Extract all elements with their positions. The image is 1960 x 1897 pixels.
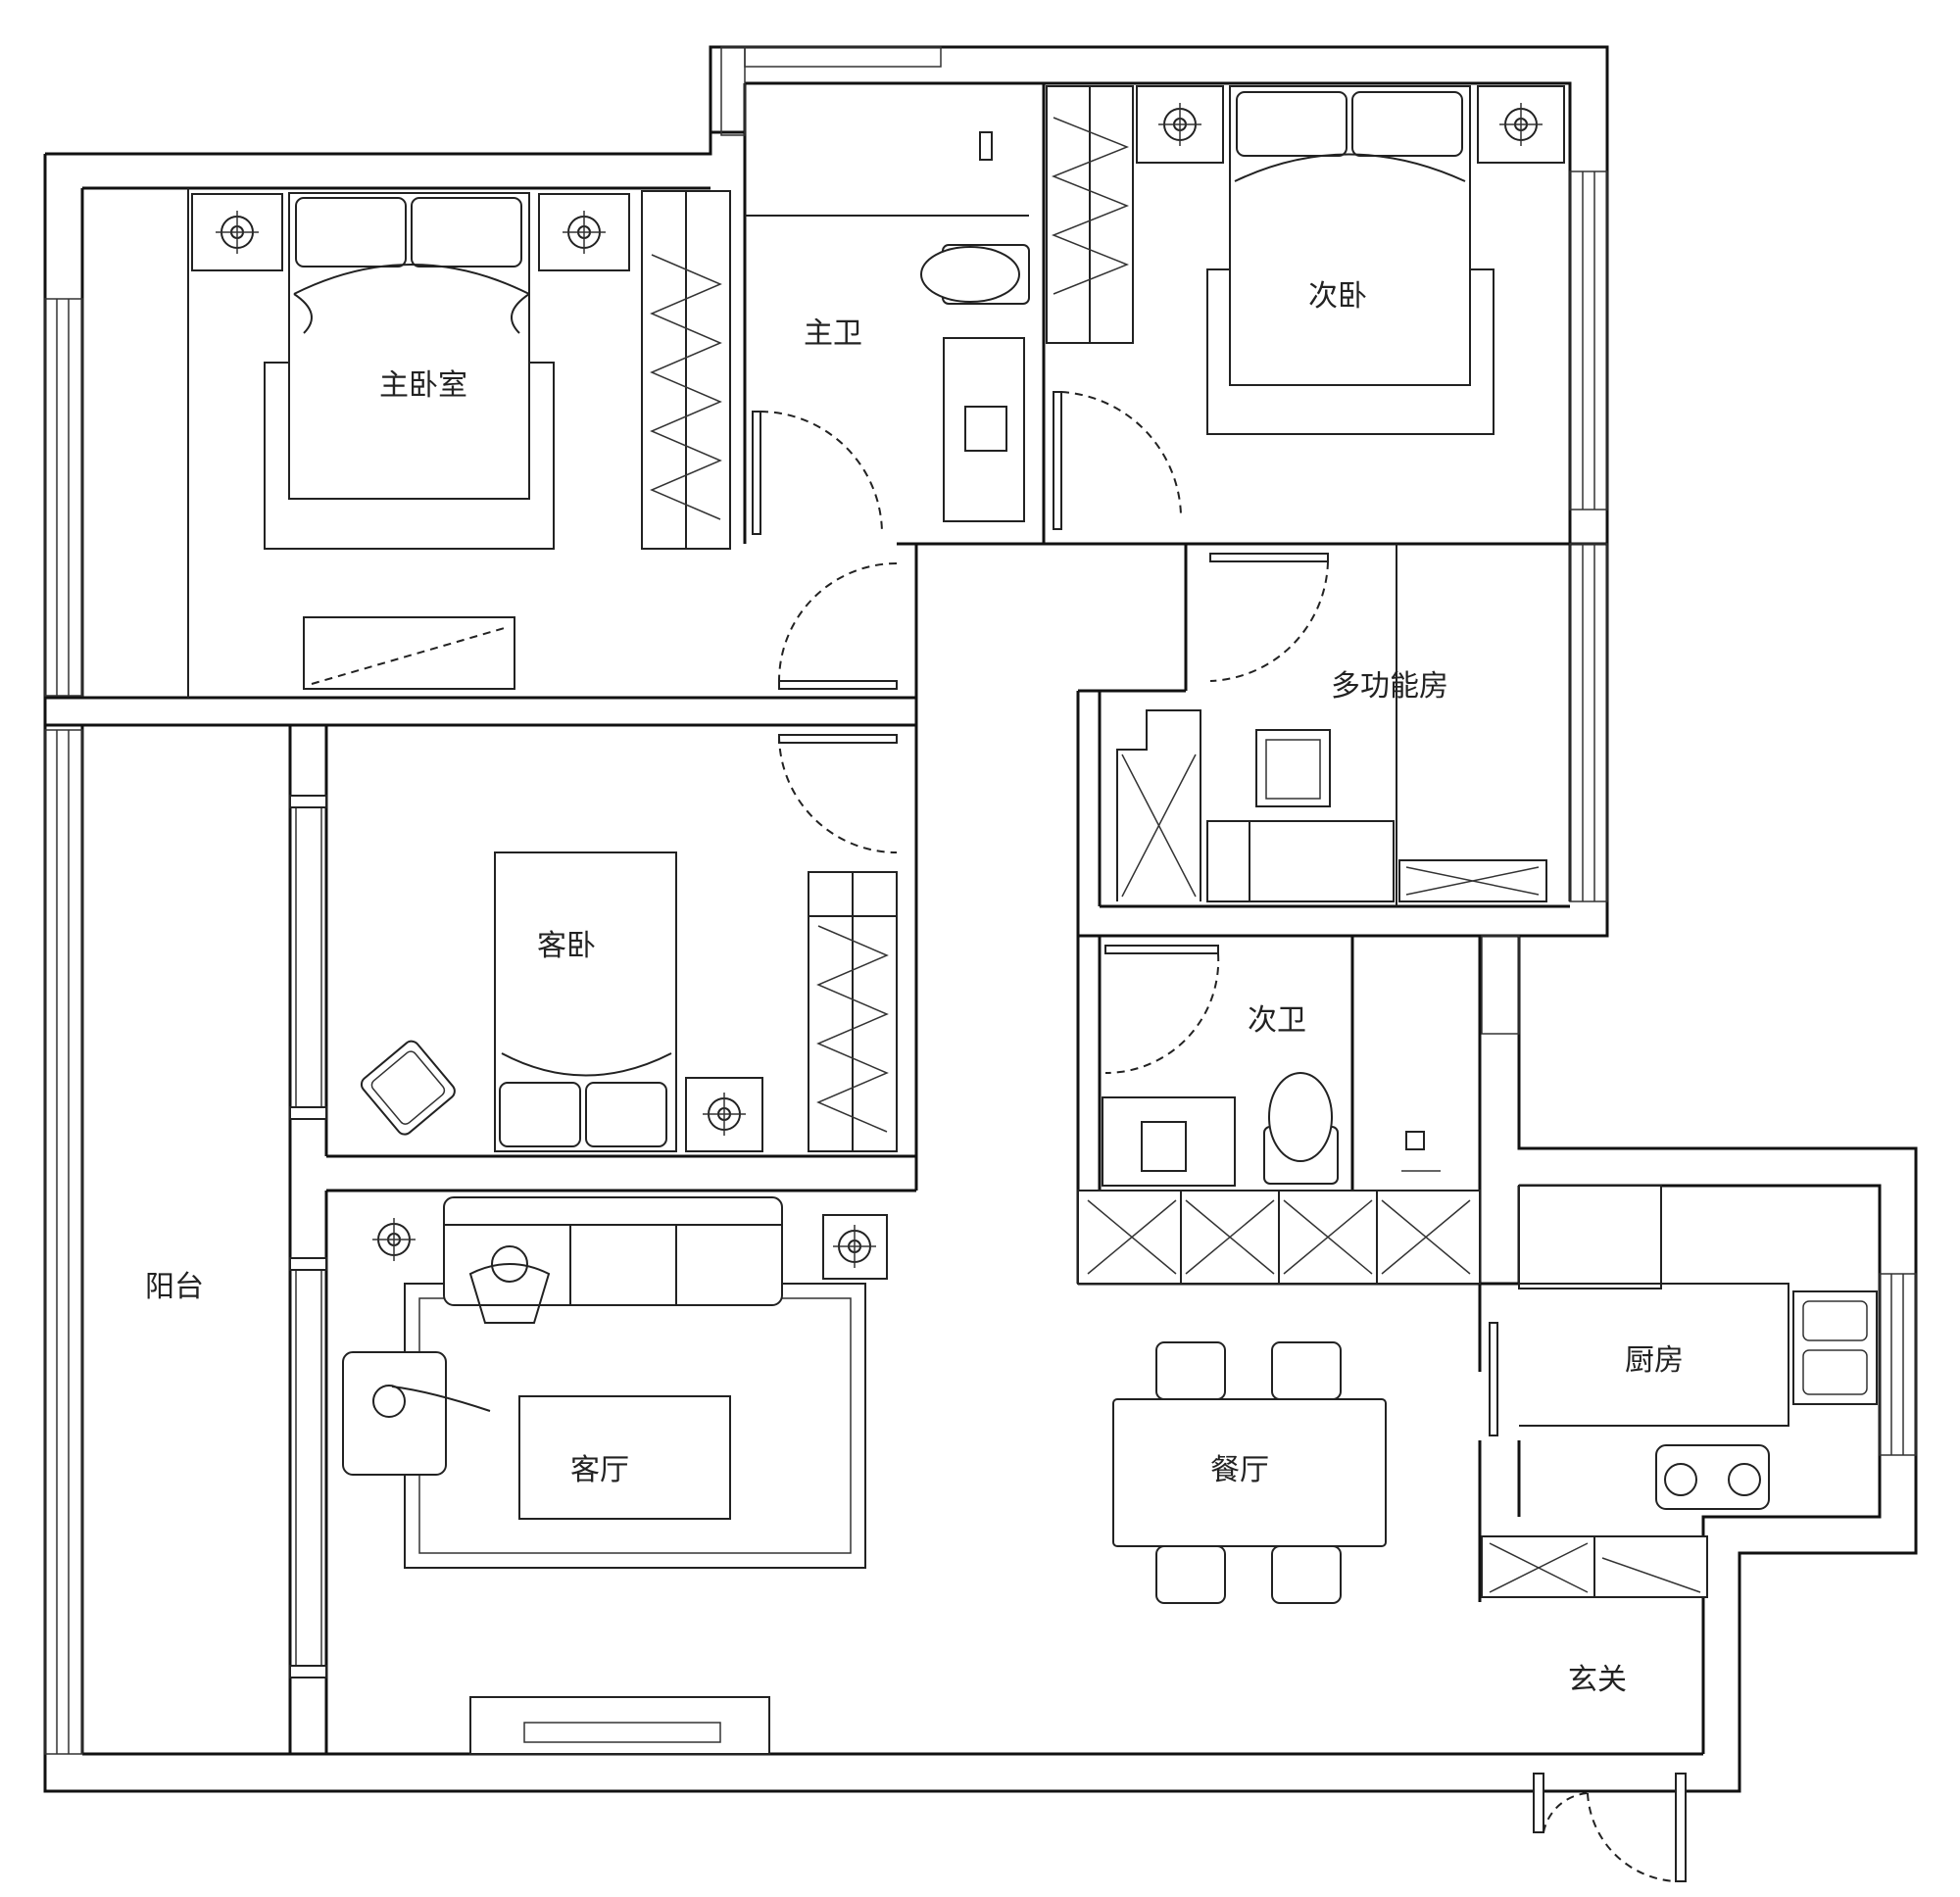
label-kitchen: 厨房 bbox=[1625, 1343, 1684, 1378]
label-second-bath: 次卫 bbox=[1248, 1003, 1306, 1038]
room-labels: 主卧室 主卫 次卧 多功能房 客卧 次卫 阳台 客厅 餐厅 厨房 玄关 bbox=[145, 279, 1684, 1697]
guest-bedroom-furniture bbox=[360, 851, 898, 1152]
master-bedroom-furniture bbox=[187, 188, 731, 698]
master-bath-fixtures bbox=[745, 131, 1030, 522]
label-master-bedroom: 主卧室 bbox=[379, 368, 467, 403]
label-balcony: 阳台 bbox=[145, 1270, 204, 1304]
label-living-room: 客厅 bbox=[570, 1453, 629, 1487]
doors bbox=[752, 391, 1687, 1882]
label-dining-room: 餐厅 bbox=[1210, 1453, 1269, 1487]
dining-furniture bbox=[1112, 1341, 1387, 1604]
kitchen-fixtures bbox=[1481, 1185, 1878, 1598]
corridor-cabinets bbox=[1077, 1190, 1481, 1285]
label-master-bath: 主卫 bbox=[804, 316, 862, 351]
label-entrance: 玄关 bbox=[1568, 1663, 1627, 1697]
interior-walls bbox=[45, 83, 1607, 1754]
multi-room-furniture bbox=[1116, 544, 1547, 906]
label-second-bedroom: 次卧 bbox=[1308, 279, 1367, 314]
label-guest-bedroom: 客卧 bbox=[537, 929, 596, 963]
second-bath-fixtures bbox=[1102, 1072, 1441, 1187]
windows bbox=[44, 46, 1917, 1755]
label-multi-room: 多功能房 bbox=[1331, 669, 1448, 704]
second-bedroom-furniture bbox=[1046, 85, 1565, 435]
living-room-furniture bbox=[342, 1196, 888, 1755]
